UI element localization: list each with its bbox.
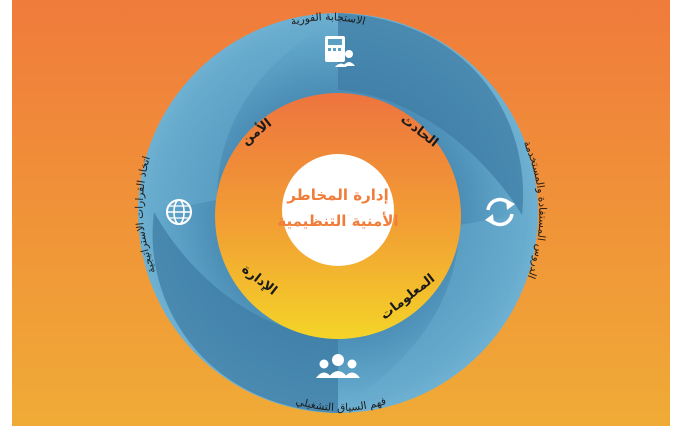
ring-lobe-lower-left <box>152 212 338 413</box>
globe-icon <box>166 199 192 225</box>
people-group-icon <box>316 354 360 378</box>
phone-team-icon <box>325 36 355 67</box>
center-title-line1: إدارة المخاطر <box>286 186 388 204</box>
ring-lobe-upper-left <box>147 18 338 213</box>
outer-label-immediate-response: الاستجابة الفورية <box>289 11 366 28</box>
center-circle <box>282 154 394 266</box>
cycle-diagram: إدارة المخاطر الأمنية التنظيمية الأمن ال… <box>12 0 670 426</box>
center-title-line2: الأمنية التنظيمية <box>277 212 398 230</box>
refresh-cycle-icon <box>485 197 515 227</box>
diagram-canvas: إدارة المخاطر الأمنية التنظيمية الأمن ال… <box>12 0 670 426</box>
ring-lobe-lower-right <box>338 213 530 408</box>
ring-lobe-upper-right <box>338 13 524 215</box>
